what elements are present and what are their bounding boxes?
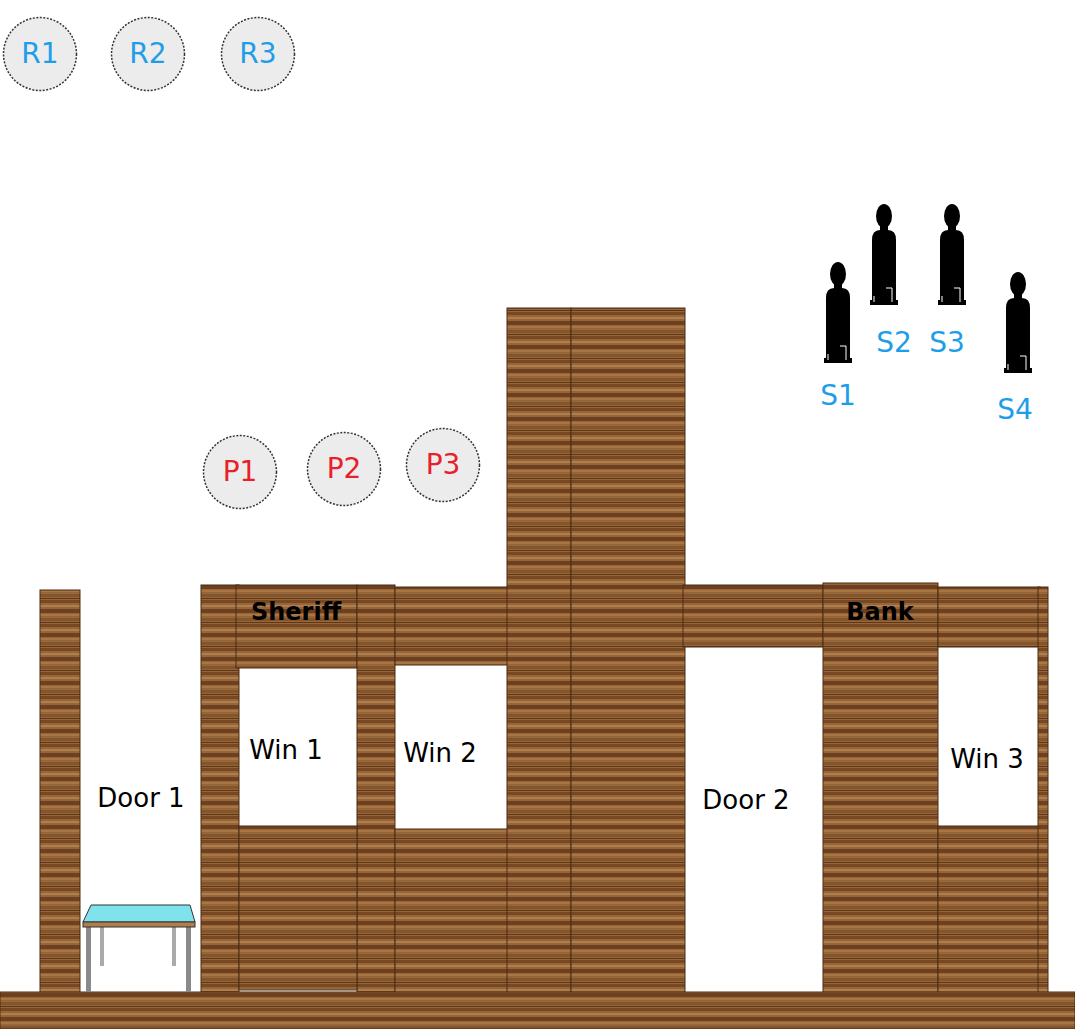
wood-structure bbox=[0, 308, 1075, 1029]
opening-label: Win 1 bbox=[249, 737, 323, 763]
position-number: R1 bbox=[21, 40, 58, 68]
opening-label: Door 1 bbox=[97, 785, 184, 811]
steel-targets bbox=[824, 204, 1032, 373]
shooting-position: R1 bbox=[2, 16, 78, 92]
opening-label: Win 2 bbox=[403, 740, 477, 766]
position-number: R3 bbox=[239, 40, 276, 68]
position-number: R2 bbox=[129, 40, 166, 68]
shooting-position: P1 bbox=[202, 434, 278, 510]
shooting-position: R2 bbox=[110, 16, 186, 92]
target-label: S2 bbox=[876, 329, 912, 357]
opening-label: Win 3 bbox=[950, 746, 1024, 772]
opening-label: Door 2 bbox=[702, 787, 789, 813]
table bbox=[83, 905, 195, 992]
target-label: S3 bbox=[929, 329, 965, 357]
position-number: P2 bbox=[327, 455, 362, 483]
position-number: P3 bbox=[426, 451, 461, 479]
shooting-position: P2 bbox=[306, 431, 382, 507]
position-number: P1 bbox=[223, 458, 258, 486]
building-sign: Sheriff bbox=[251, 600, 341, 624]
target-label: S1 bbox=[820, 382, 856, 410]
shooting-position: R3 bbox=[220, 16, 296, 92]
building-sign: Bank bbox=[846, 600, 914, 624]
shooting-position: P3 bbox=[405, 427, 481, 503]
target-label: S4 bbox=[997, 396, 1033, 424]
